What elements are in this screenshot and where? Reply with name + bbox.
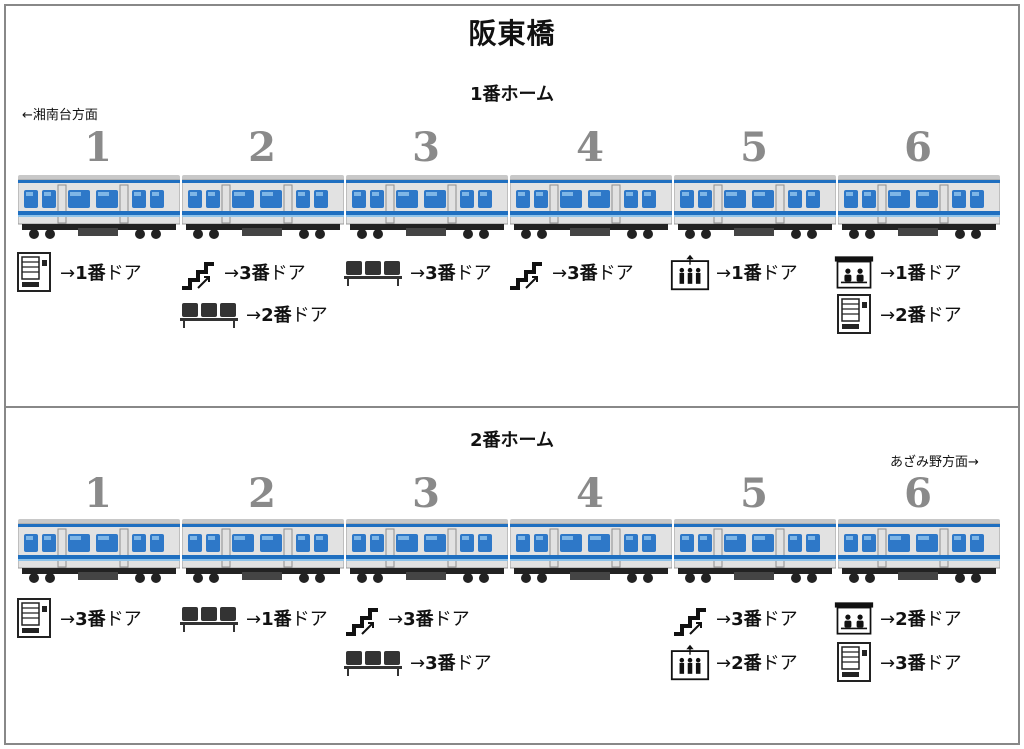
door-guide-text: →3番ドア bbox=[716, 609, 798, 630]
vending-machine-icon bbox=[14, 598, 54, 638]
train-car bbox=[838, 516, 1000, 584]
waiting-room-icon bbox=[834, 598, 874, 638]
train-car bbox=[346, 172, 508, 240]
stairs-icon bbox=[670, 598, 710, 638]
door-guide-text: →2番ドア bbox=[716, 653, 798, 674]
car-number: 6 bbox=[904, 124, 932, 171]
door-guide-text: →1番ドア bbox=[716, 263, 798, 284]
stairs-icon bbox=[506, 252, 546, 292]
door-guide-text: →1番ドア bbox=[880, 263, 962, 284]
direction-label: あざみ野方面→ bbox=[890, 455, 979, 470]
facility-row: →3番ドア bbox=[342, 252, 492, 292]
door-guide-text: →2番ドア bbox=[880, 305, 962, 326]
station-title: 阪東橋 bbox=[468, 17, 556, 50]
door-guide-text: →2番ドア bbox=[880, 609, 962, 630]
car-number: 1 bbox=[84, 470, 112, 517]
car-number: 5 bbox=[740, 124, 768, 171]
direction-label: ←湘南台方面 bbox=[22, 108, 98, 123]
door-guide-text: →3番ドア bbox=[410, 653, 492, 674]
facility-row: →1番ドア bbox=[834, 252, 962, 292]
facility-row: →3番ドア bbox=[178, 252, 306, 292]
car-number: 5 bbox=[740, 470, 768, 517]
car-number: 1 bbox=[84, 124, 112, 171]
facility-row: →3番ドア bbox=[342, 598, 470, 638]
facility-row: →1番ドア bbox=[670, 252, 798, 292]
car-number: 4 bbox=[576, 470, 604, 517]
platform-label: 1番ホーム bbox=[470, 84, 554, 105]
facility-row: →3番ドア bbox=[834, 642, 962, 682]
bench-icon bbox=[178, 294, 240, 334]
car-number: 6 bbox=[904, 470, 932, 517]
door-guide-text: →3番ドア bbox=[224, 263, 306, 284]
train-car bbox=[674, 172, 836, 240]
facility-row: →2番ドア bbox=[834, 294, 962, 334]
facility-row: →3番ドア bbox=[14, 598, 142, 638]
door-guide-text: →2番ドア bbox=[246, 305, 328, 326]
door-guide-text: →3番ドア bbox=[880, 653, 962, 674]
car-number: 2 bbox=[248, 124, 276, 171]
facility-row: →3番ドア bbox=[506, 252, 634, 292]
bench-icon bbox=[178, 598, 240, 638]
train-car bbox=[510, 172, 672, 240]
facility-row: →3番ドア bbox=[670, 598, 798, 638]
train-car bbox=[18, 516, 180, 584]
door-guide-text: →3番ドア bbox=[388, 609, 470, 630]
door-guide-text: →3番ドア bbox=[552, 263, 634, 284]
door-guide-text: →1番ドア bbox=[246, 609, 328, 630]
door-guide-text: →3番ドア bbox=[60, 609, 142, 630]
facility-row: →1番ドア bbox=[14, 252, 142, 292]
vending-machine-icon bbox=[834, 642, 874, 682]
door-guide-text: →1番ドア bbox=[60, 263, 142, 284]
car-number: 3 bbox=[412, 124, 440, 171]
car-number: 4 bbox=[576, 124, 604, 171]
train-car bbox=[182, 172, 344, 240]
train-car bbox=[838, 172, 1000, 240]
car-number: 3 bbox=[412, 470, 440, 517]
facility-row: →3番ドア bbox=[342, 642, 492, 682]
facility-row: →2番ドア bbox=[178, 294, 328, 334]
train-car bbox=[182, 516, 344, 584]
platform-label: 2番ホーム bbox=[470, 430, 554, 451]
facility-row: →2番ドア bbox=[834, 598, 962, 638]
bench-icon bbox=[342, 642, 404, 682]
train-car bbox=[346, 516, 508, 584]
car-number: 2 bbox=[248, 470, 276, 517]
facility-row: →2番ドア bbox=[670, 642, 798, 682]
facility-row: →1番ドア bbox=[178, 598, 328, 638]
vending-machine-icon bbox=[14, 252, 54, 292]
train-car bbox=[18, 172, 180, 240]
door-guide-text: →3番ドア bbox=[410, 263, 492, 284]
train-car bbox=[510, 516, 672, 584]
stairs-icon bbox=[342, 598, 382, 638]
waiting-room-icon bbox=[834, 252, 874, 292]
vending-machine-icon bbox=[834, 294, 874, 334]
elevator-icon bbox=[670, 642, 710, 682]
stairs-icon bbox=[178, 252, 218, 292]
bench-icon bbox=[342, 252, 404, 292]
elevator-icon bbox=[670, 252, 710, 292]
train-car bbox=[674, 516, 836, 584]
